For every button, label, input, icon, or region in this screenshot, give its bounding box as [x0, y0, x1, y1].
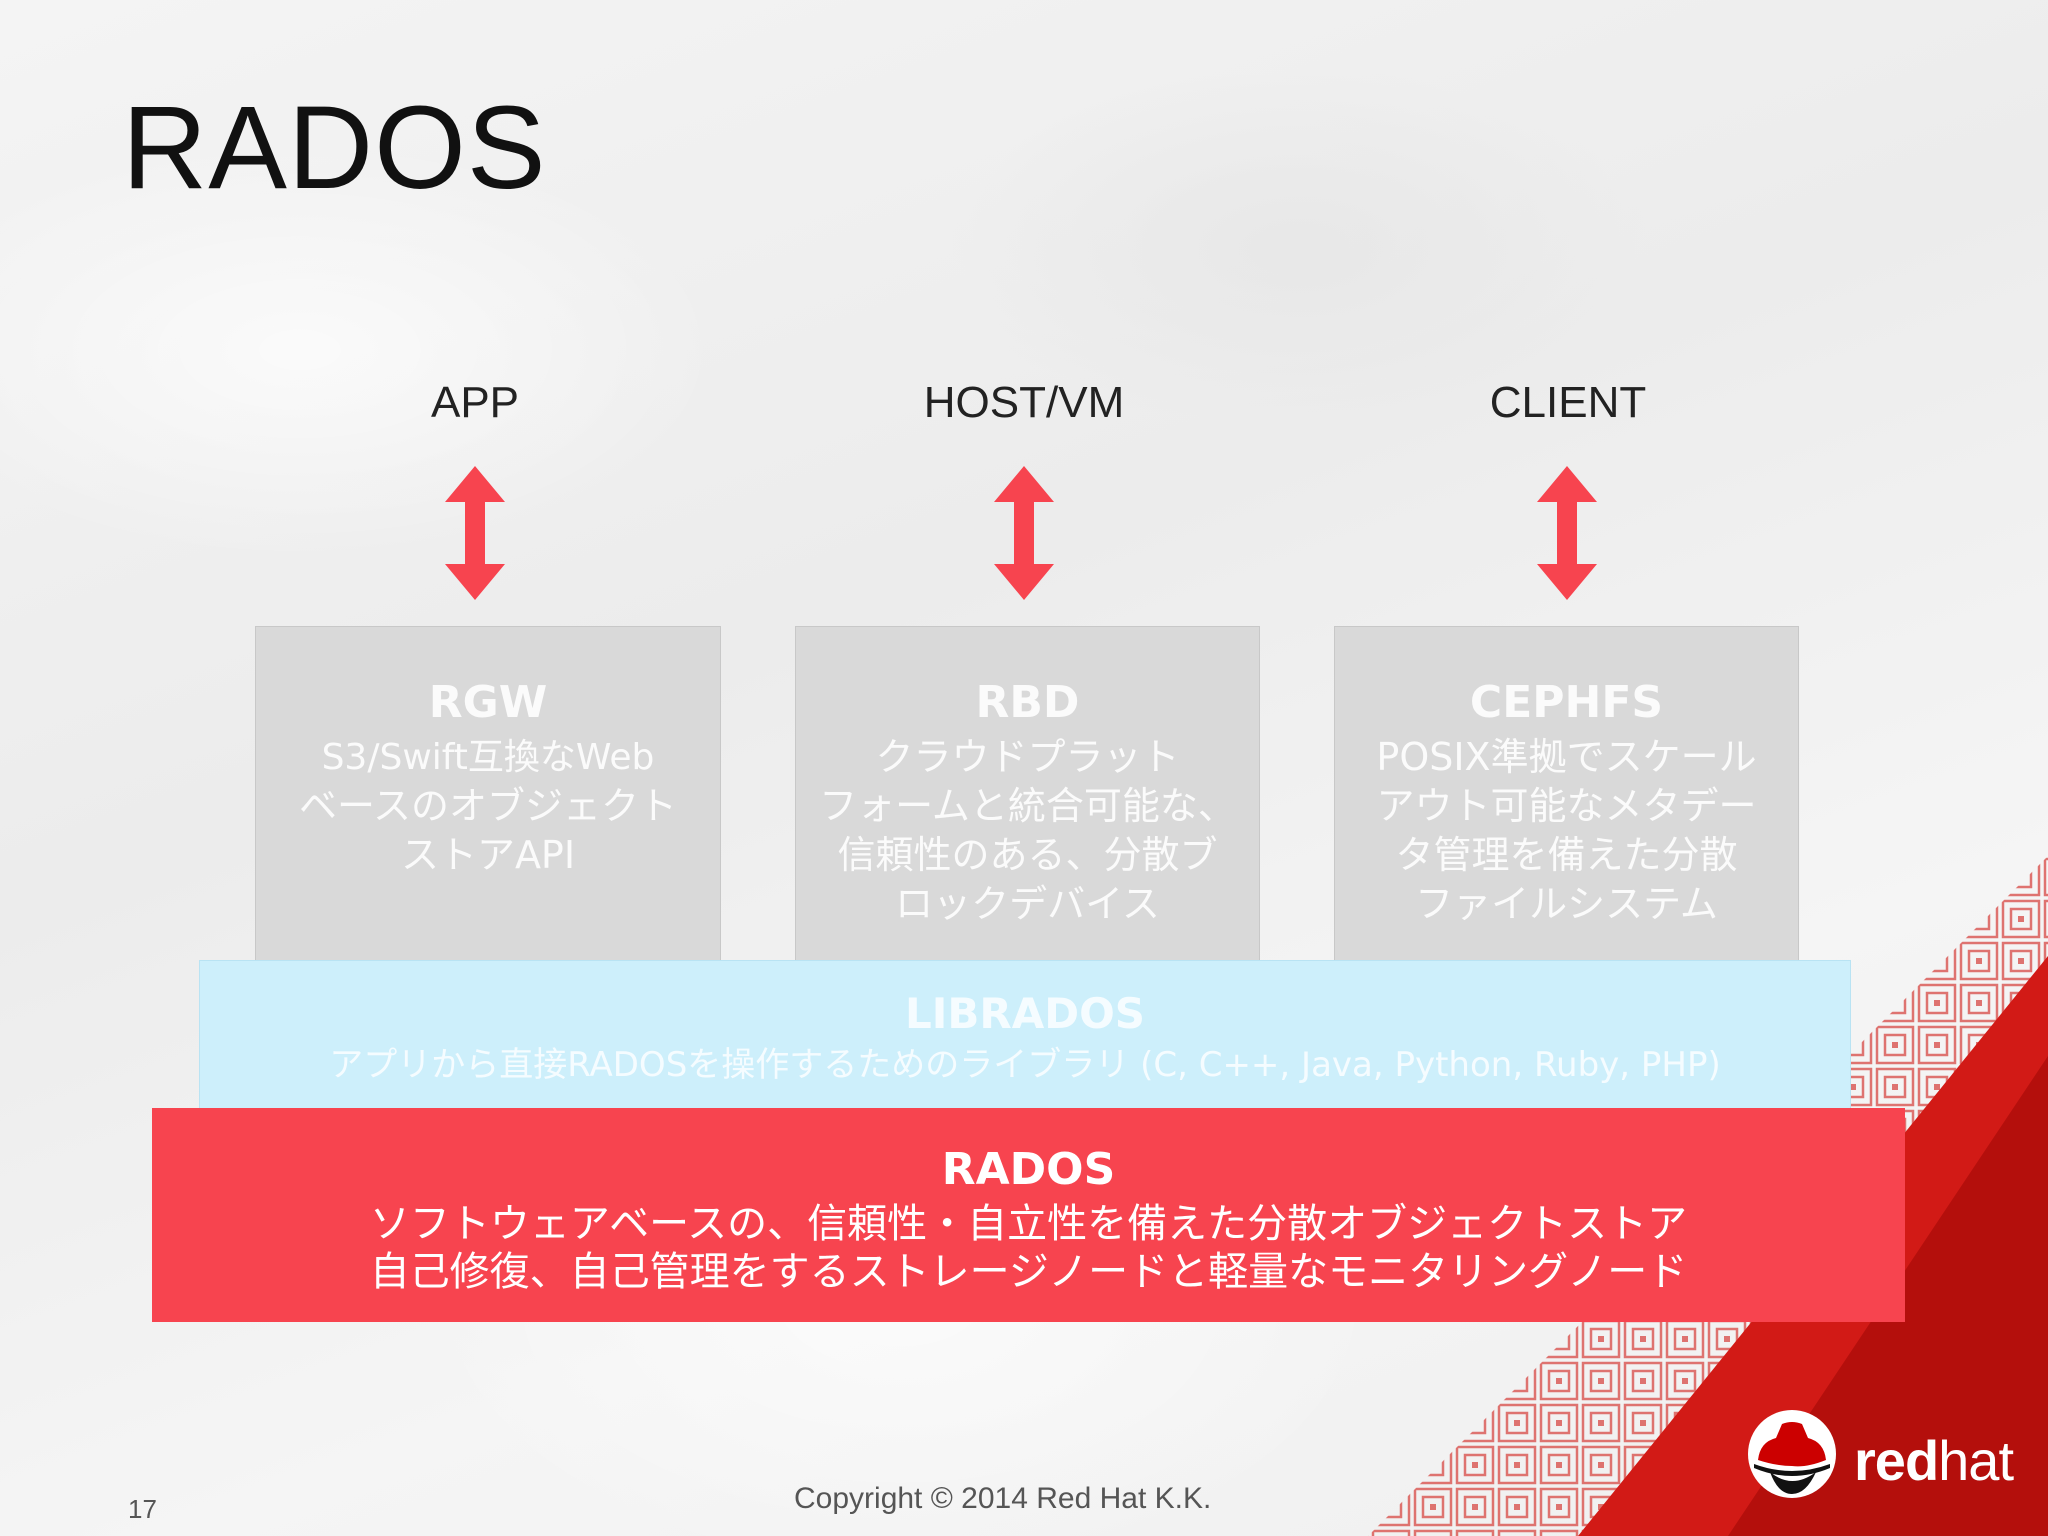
librados-layer: LIBRADOS アプリから直接RADOSを操作するためのライブラリ (C, C…	[199, 960, 1851, 1110]
rgw-desc-line: ベースのオブジェクト	[298, 784, 678, 829]
rbd-desc-line: クラウドプラット	[875, 735, 1180, 780]
rbd-box: RBD クラウドプラット フォームと統合可能な、 信頼性のある、分散ブ ロックデ…	[795, 626, 1260, 962]
double-arrow-icon	[445, 466, 505, 600]
cephfs-desc-line: POSIX準拠でスケール	[1376, 735, 1757, 780]
slide-title: RADOS	[122, 82, 547, 214]
rados-desc-line: ソフトウェアベースの、信頼性・自立性を備えた分散オブジェクトストア	[369, 1201, 1688, 1248]
rados-title: RADOS	[941, 1144, 1116, 1195]
cephfs-desc-line: タ管理を備えた分散	[1395, 833, 1738, 878]
cephfs-desc-line: ファイルシステム	[1415, 882, 1718, 927]
shadowman-icon	[1748, 1410, 1836, 1498]
rados-layer: RADOS ソフトウェアベースの、信頼性・自立性を備えた分散オブジェクトストア …	[152, 1108, 1905, 1322]
double-arrow-icon	[994, 466, 1054, 600]
label-host-vm: HOST/VM	[923, 378, 1125, 427]
copyright: Copyright © 2014 Red Hat K.K.	[794, 1482, 1212, 1515]
rgw-desc-line: S3/Swift互換なWeb	[321, 737, 655, 779]
cephfs-desc-line: アウト可能なメタデー	[1376, 784, 1757, 829]
label-client: CLIENT	[1489, 378, 1647, 427]
rbd-desc-line: ロックデバイス	[895, 882, 1160, 927]
label-app: APP	[430, 378, 520, 427]
rbd-title: RBD	[975, 677, 1080, 728]
logo-red: red	[1854, 1429, 1939, 1492]
librados-desc: アプリから直接RADOSを操作するためのライブラリ (C, C++, Java,…	[329, 1045, 1721, 1086]
rgw-title: RGW	[428, 677, 548, 728]
rbd-desc-line: 信頼性のある、分散ブ	[837, 833, 1218, 878]
page-number: 17	[128, 1494, 157, 1524]
rbd-desc-line: フォームと統合可能な、	[819, 784, 1236, 829]
rgw-box: RGW S3/Swift互換なWeb ベースのオブジェクト ストアAPI	[255, 626, 721, 962]
cephfs-title: CEPHFS	[1469, 677, 1664, 728]
rgw-desc-line: ストアAPI	[400, 833, 576, 878]
cephfs-box: CEPHFS POSIX準拠でスケール アウト可能なメタデー タ管理を備えた分散…	[1334, 626, 1799, 962]
logo-wordmark: redhat	[1854, 1428, 2014, 1493]
logo-hat: hat	[1938, 1429, 2014, 1492]
redhat-logo: redhat	[1746, 1408, 2026, 1508]
rados-desc-line: 自己修復、自己管理をするストレージノードと軽量なモニタリングノード	[369, 1249, 1688, 1296]
librados-title: LIBRADOS	[904, 989, 1146, 1038]
double-arrow-icon	[1537, 466, 1597, 600]
